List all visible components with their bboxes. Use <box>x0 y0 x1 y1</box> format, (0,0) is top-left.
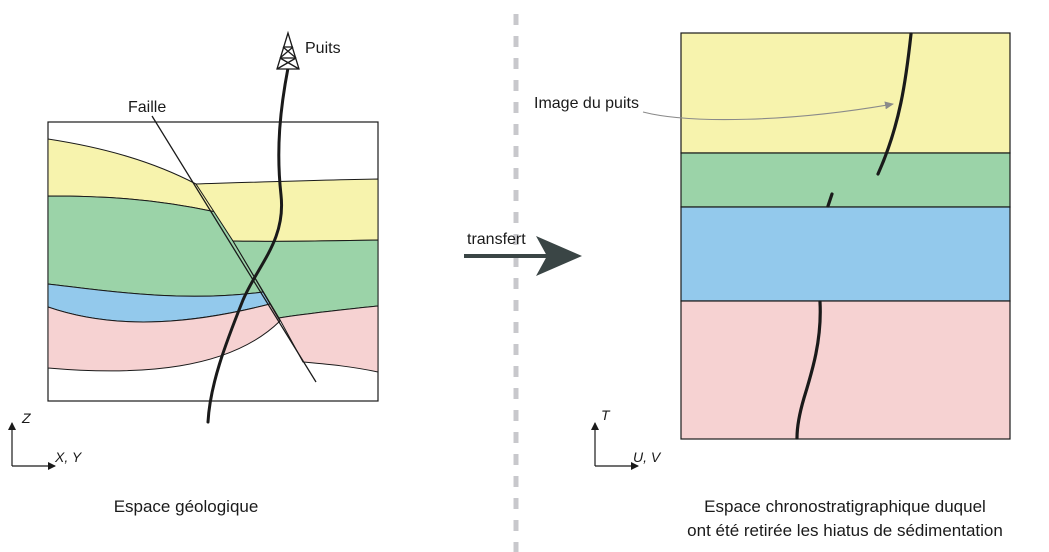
chrono-green-layer <box>680 152 1011 208</box>
transfer-arrow-head <box>536 236 582 276</box>
derrick-icon <box>276 30 300 70</box>
chrono-yellow-layer <box>680 32 1011 154</box>
z-axis-label: Z <box>21 410 31 426</box>
chronostratigraphic-space-panel: Image du puits T U, V Espace chronostrat… <box>534 32 1011 540</box>
well-image-segment-lower <box>795 300 822 440</box>
geological-space-panel: Puits Faille Z X, Y Espace géologique <box>8 30 379 516</box>
chrono-axes: T U, V <box>591 407 662 470</box>
transfer-label: transfert <box>467 231 526 248</box>
well-label: Puits <box>305 40 341 57</box>
well-trajectory <box>206 66 290 424</box>
well-image-pointer <box>642 101 894 121</box>
chrono-pink-layer <box>680 300 1011 440</box>
well-image-segment-upper <box>876 32 913 176</box>
chrono-caption-line2: ont été retirée les hiatus de sédimentat… <box>687 521 1003 540</box>
fault-line <box>151 115 317 383</box>
well-image-label: Image du puits <box>534 95 639 112</box>
chrono-blue-layer <box>680 206 1011 302</box>
geological-space-caption: Espace géologique <box>114 497 259 516</box>
geological-axes: Z X, Y <box>8 410 83 470</box>
right-block-pink-layer <box>278 305 378 373</box>
t-axis-label: T <box>601 407 611 423</box>
fault-label: Faille <box>128 99 166 116</box>
chrono-caption-line1: Espace chronostratigraphique duquel <box>704 497 986 516</box>
well-image-segment-middle <box>826 192 834 208</box>
transfer-arrow: transfert <box>464 231 582 276</box>
xy-axis-label: X, Y <box>54 449 83 465</box>
uv-axis-label: U, V <box>633 449 662 465</box>
